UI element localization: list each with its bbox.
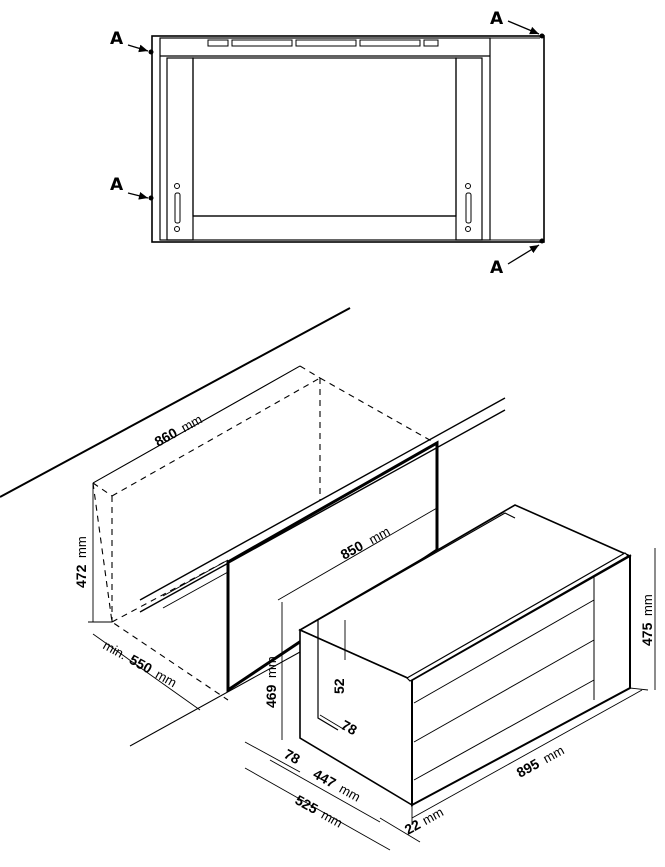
inner-frame (159, 37, 491, 241)
svg-text:550: 550 (127, 651, 155, 676)
dimension-lines (88, 365, 656, 851)
svg-text:860: 860 (152, 424, 180, 449)
dim-475: 475 mm (639, 594, 655, 646)
svg-text:469: 469 (263, 684, 279, 708)
dim-550: min. 550 mm (101, 638, 180, 691)
top-vents (207, 39, 439, 47)
marker-a-mid-left: A (110, 175, 149, 200)
dim-850: 850 mm (338, 523, 393, 562)
svg-text:mm: mm (319, 807, 345, 831)
svg-text:525: 525 (293, 792, 321, 817)
svg-text:A: A (490, 258, 504, 278)
dim-860: 860 mm (152, 411, 205, 449)
svg-text:472: 472 (73, 564, 89, 588)
svg-text:475: 475 (639, 622, 655, 646)
svg-text:A: A (490, 9, 504, 29)
dim-22: 22 mm (402, 804, 446, 838)
svg-text:mm: mm (178, 411, 204, 435)
dim-525: 525 mm (293, 792, 345, 831)
svg-text:A: A (110, 29, 124, 49)
top-view-front: A A A A (110, 9, 545, 278)
svg-text:min.: min. (101, 638, 130, 663)
marker-a-bottom-right: A (490, 244, 540, 278)
svg-text:52: 52 (331, 678, 347, 694)
svg-text:mm: mm (420, 804, 446, 828)
svg-text:mm: mm (366, 523, 392, 547)
right-rail (455, 57, 483, 241)
svg-text:mm: mm (337, 781, 363, 805)
oven-body (298, 504, 632, 807)
marker-a-top-right: A (490, 9, 540, 35)
left-slot (174, 192, 181, 224)
dim-52: 52 (331, 678, 347, 694)
dim-78-inner: 78 (339, 717, 361, 739)
svg-text:mm: mm (74, 536, 89, 558)
svg-text:mm: mm (640, 594, 655, 616)
svg-text:78: 78 (339, 717, 361, 739)
svg-text:78: 78 (282, 746, 304, 768)
dim-472: 472 mm (73, 536, 89, 588)
svg-text:447: 447 (311, 766, 339, 791)
dim-78-outer: 78 (282, 746, 304, 768)
dim-469: 469 mm (263, 656, 279, 708)
svg-text:850: 850 (338, 537, 366, 562)
svg-text:mm: mm (540, 742, 566, 766)
outer-frame (151, 35, 545, 243)
svg-text:A: A (110, 175, 124, 195)
svg-text:mm: mm (153, 667, 179, 691)
dim-895: 895 mm (514, 742, 567, 780)
niche-outline (0, 307, 506, 747)
marker-a-top-left: A (110, 29, 149, 53)
oven-opening (192, 57, 457, 217)
svg-text:22: 22 (402, 816, 424, 838)
svg-text:mm: mm (264, 656, 279, 678)
right-slot (465, 192, 472, 224)
